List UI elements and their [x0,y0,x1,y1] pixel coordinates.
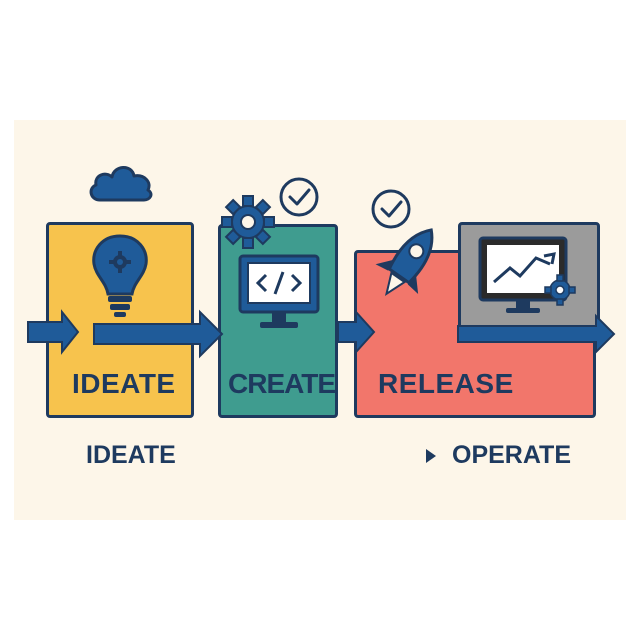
stage-label-create: CREATE [228,368,336,399]
code-monitor-icon [238,254,320,328]
footer-label-ideate: IDEATE [86,441,176,469]
arrow-ideate-to-create [93,309,224,359]
arrow-release-to-operate [457,313,616,355]
check-circle-icon [279,177,319,217]
chart-monitor-icon [478,236,576,313]
rocket-icon [375,228,434,297]
lightbulb-icon [92,234,148,317]
cloud-icon [89,166,153,202]
stage-label-ideate: IDEATE [72,368,176,399]
arrow-create-to-release [337,309,376,355]
check-circle-icon [371,189,411,229]
arrow-entry [27,309,80,355]
footer-label-operate: OPERATE [452,441,571,469]
gear-icon [221,195,275,249]
play-triangle-icon [426,449,436,463]
stage-label-release: RELEASE [378,368,514,399]
